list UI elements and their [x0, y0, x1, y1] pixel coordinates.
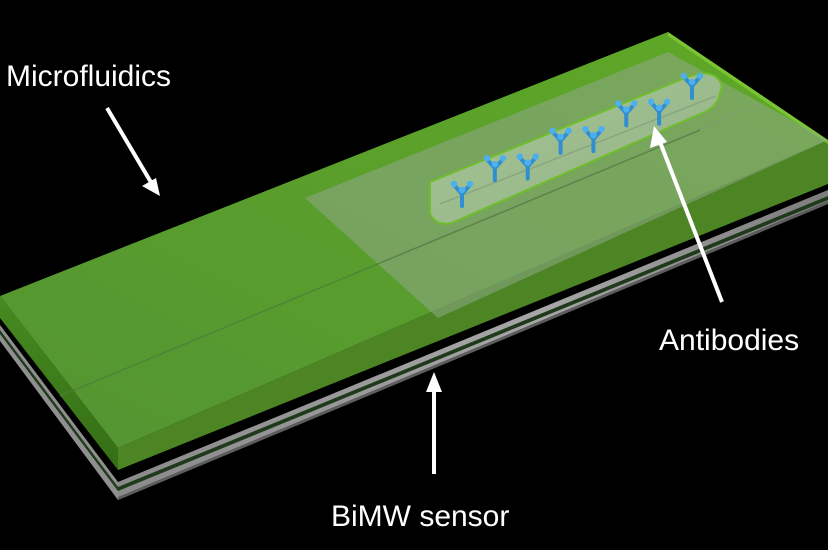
antibody	[450, 180, 474, 208]
antibody	[615, 100, 638, 128]
waveguide-core-side	[118, 196, 828, 491]
bimw-sensor-label: BiMW sensor	[331, 500, 510, 533]
chamber-well	[429, 72, 724, 225]
microfluidic-back-edge	[668, 32, 828, 144]
antibody	[549, 127, 572, 155]
bimw-sensor-chip	[0, 190, 828, 500]
chamber-channel	[439, 95, 717, 205]
antibody	[680, 72, 704, 100]
microfluidic-side-face	[118, 140, 828, 470]
waveguide-line-2	[377, 103, 761, 263]
antibodies-label: Antibodies	[659, 324, 800, 357]
waveguide-line-1	[59, 129, 701, 397]
antibody	[516, 153, 539, 181]
sensing-chamber	[429, 72, 724, 225]
antibody	[483, 155, 507, 183]
antibody	[582, 125, 605, 154]
waveguide-core-front	[0, 330, 118, 491]
antibody	[647, 98, 671, 126]
microfluidic-front-face	[0, 296, 118, 470]
antibody-group	[450, 72, 704, 208]
chip-bottom-line	[118, 201, 828, 500]
microfluidics-label: Microfluidics	[6, 60, 172, 93]
